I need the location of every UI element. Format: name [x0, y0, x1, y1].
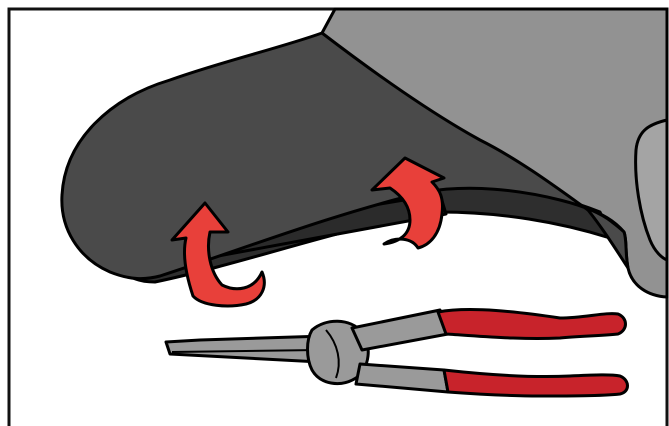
pliers-jaws	[166, 336, 326, 362]
pliers-shank-lower	[356, 364, 448, 392]
saddle-icon	[62, 9, 667, 297]
pliers-icon	[166, 310, 628, 396]
pliers-grip-upper	[438, 310, 626, 339]
pliers-shank-upper	[352, 310, 448, 350]
pliers-grip-lower	[444, 370, 628, 396]
